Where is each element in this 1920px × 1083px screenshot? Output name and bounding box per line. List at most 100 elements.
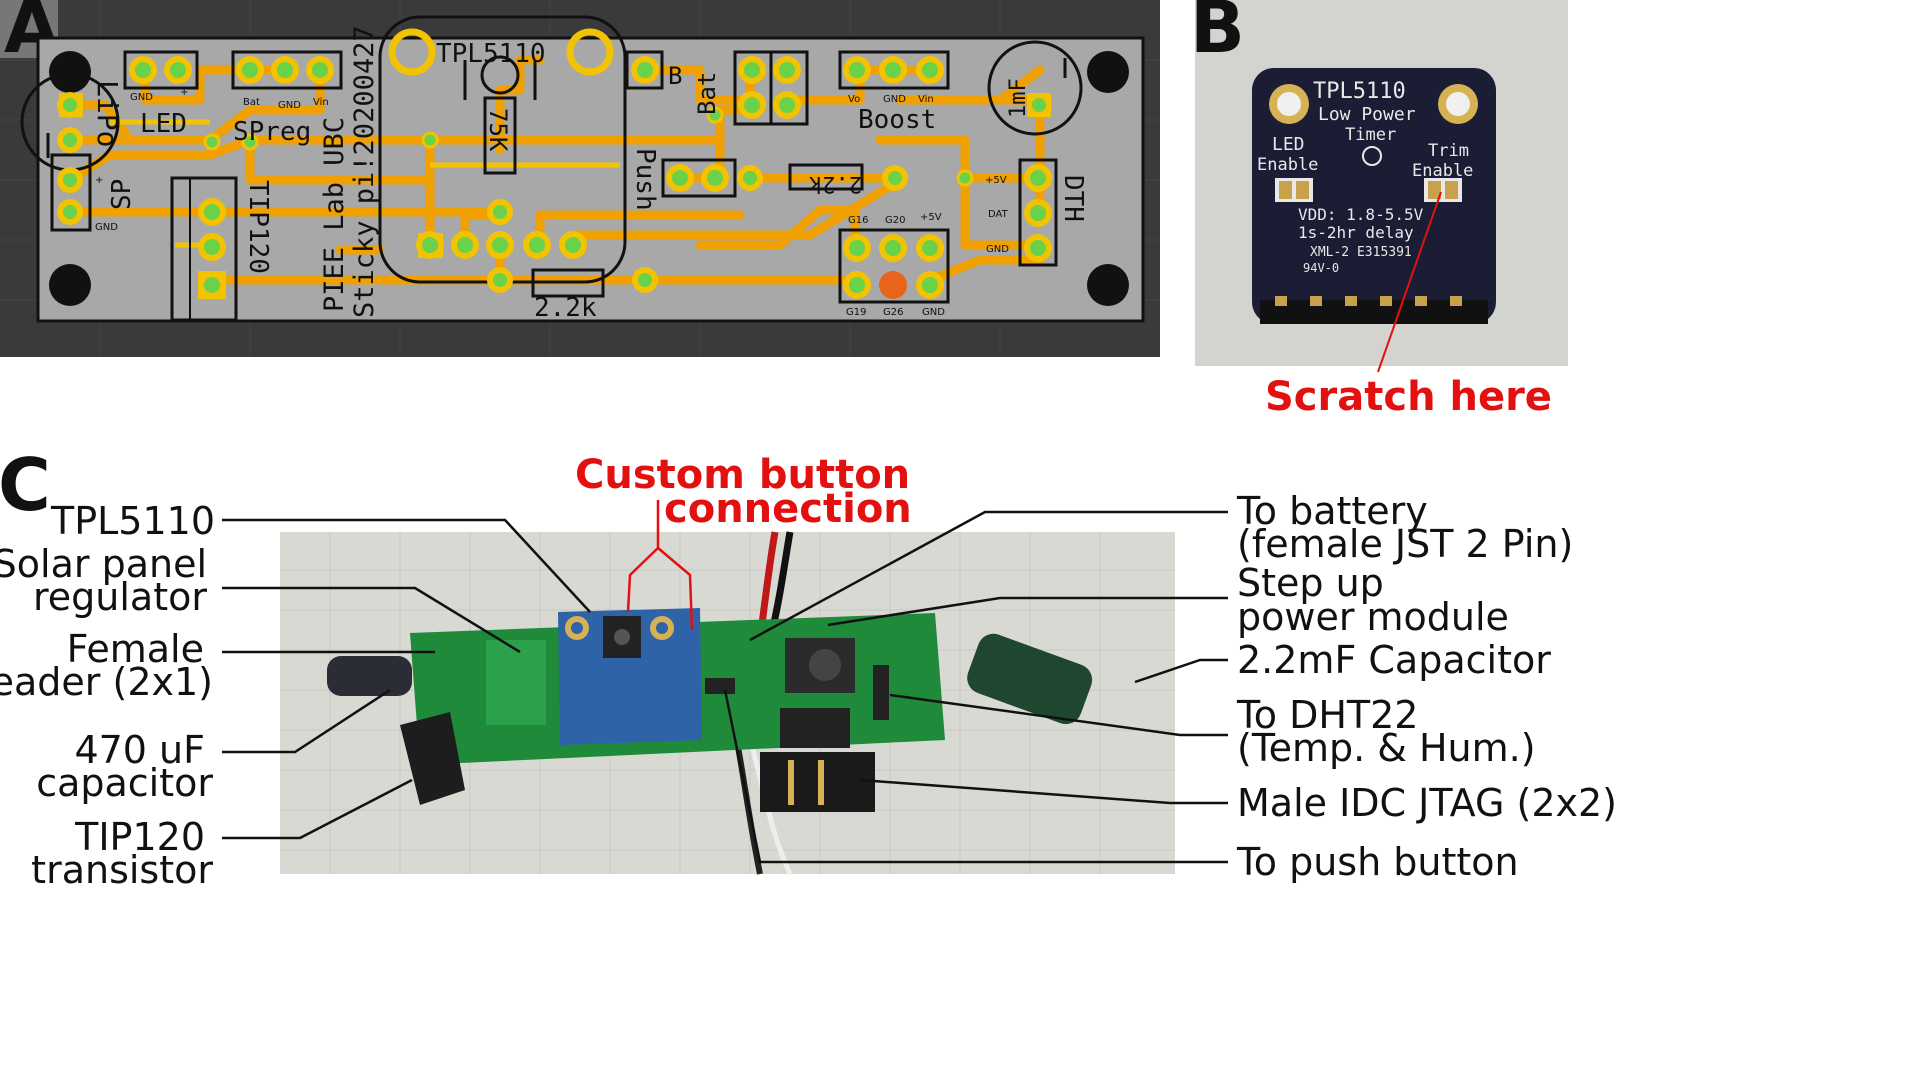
spreg-header-outline [231,50,343,90]
resistor-75k [483,96,517,175]
push-header-outline [661,158,737,198]
tip120-outline [170,176,238,322]
rating-label: 94V-0 [1303,261,1339,275]
pcb-label-75k: 75K [484,108,512,152]
callout-lines [222,510,1228,864]
scratch-pointer-line [1377,191,1442,373]
trim-enable-label: Trim [1428,141,1469,161]
pin-label: + [180,87,188,98]
xml-label: XML-2 E315391 [1310,245,1412,260]
led-header-outline [123,50,199,90]
pin-label: GND [278,100,301,111]
pcb-label-sp: SP [107,179,137,210]
pcb-pads [57,56,1052,299]
pin-label: Vo [848,94,860,105]
custom-button-lines [626,500,694,631]
pcb-label-bat: Bat [693,72,721,115]
pin-label: G16 [848,215,868,226]
pin-label: Vin [313,97,329,108]
module-subtitle: Low Power [1318,104,1416,125]
callout-tip120-1: TIP120 [74,815,205,859]
pin-label: G26 [883,307,903,318]
pcb-silkscreen: LiPo SP LED SPreg TIP120 PIEE Lab UBC St… [46,25,1088,323]
pin-label: +5V [920,212,942,223]
pcb-label-tpl5110: TPL5110 [436,39,546,69]
callout-solar-1: Solar panel [0,542,207,586]
boost-header-outline [838,50,950,90]
pin-label: Vin [918,94,934,105]
callout-female-1: Female [67,627,204,671]
callout-470-2: capacitor [36,761,213,805]
tpl5110-module [558,608,702,745]
callout-dht-2: (Temp. & Hum.) [1237,726,1536,770]
pin-label: GND [922,307,945,318]
pcb-label-lab: PIEE Lab UBC [319,117,350,312]
custom-button-label-2: connection [664,486,912,532]
paper-grid [280,532,1175,874]
callout-470-1: 470 uF [74,728,205,772]
pin-label: GND [95,222,118,233]
delay-label: 1s-2hr delay [1298,223,1414,242]
panel-a-pcb: A [0,0,1160,357]
callout-tip120-2: transistor [31,848,213,892]
pin-label: + [95,175,103,186]
mount-hole [1087,51,1129,93]
mount-hole [49,264,91,306]
led-enable-label-2: Enable [1257,155,1318,175]
vdd-label: VDD: 1.8-5.5V [1298,205,1424,224]
right-callouts: To battery (female JST 2 Pin) Step up po… [1236,489,1617,884]
callout-battery-1: To battery [1236,489,1428,533]
pin-label: DAT [988,209,1009,220]
module-title: TPL5110 [1313,79,1406,104]
pin-label: G19 [846,307,866,318]
push-header [705,678,735,694]
custom-button-label-1: Custom button [575,452,910,498]
pin-label: +5V [985,175,1007,186]
panel-b-photo: B TPL5110 Low Power Timer LED Enable Tri… [1190,0,1568,420]
tpl-button [480,55,520,95]
dth-header-outline [1018,158,1058,267]
dht-header [873,665,889,720]
capacitor-2-2mf [967,633,1093,725]
pcb-label-2-2k: 2.2k [534,293,597,323]
mount-hole [49,51,91,93]
pcb-label-dth: DTH [1058,175,1088,222]
left-callouts: TPL5110 Solar panel regulator Female hea… [0,499,215,892]
logo-icon [1362,146,1382,166]
led-enable-label: LED [1272,134,1305,155]
pcb-label-2-2k-small: 2.2k [809,171,862,196]
panel-b-label: B [1190,0,1245,69]
pin-label: GND [986,244,1009,255]
pcb-label-b: B [668,62,682,90]
solar-regulator [486,640,546,725]
idc-header-outline [838,228,950,304]
idc-connector [760,752,875,812]
pin-label: GND [883,94,906,105]
callout-stepup-1: Step up [1237,561,1384,605]
pin-label: Bat [243,97,260,108]
capacitor-470uf [327,656,412,696]
pcb-label-lipo: LiPo [91,80,124,147]
panel-c-label: C [0,443,51,527]
tip120-transistor [400,712,465,805]
callout-push: To push button [1236,840,1519,884]
sp-connector-outline [50,153,92,232]
b-header-outline [625,50,664,90]
callout-stepup-2: power module [1237,595,1509,639]
trim-enable-label-2: Enable [1412,161,1473,181]
pcb-label-push: Push [630,148,660,211]
pcb-label-sticky: Sticky pi!20200427 [349,25,380,318]
tpl-hole [566,28,614,76]
mount-hole [1087,264,1129,306]
pcb-label-tip120: TIP120 [243,180,273,274]
callout-female-2: header (2x1) [0,660,213,704]
tpl5110-board [1252,68,1496,324]
pin-label: GND [130,92,153,103]
pcb-label-boost: Boost [858,105,936,135]
idc-header-black [780,708,850,748]
tpl-hole [388,28,436,76]
pcb-label-led: LED [140,109,187,139]
scratch-here-label: Scratch here [1265,374,1552,420]
resistor-2k2-small [788,163,864,191]
